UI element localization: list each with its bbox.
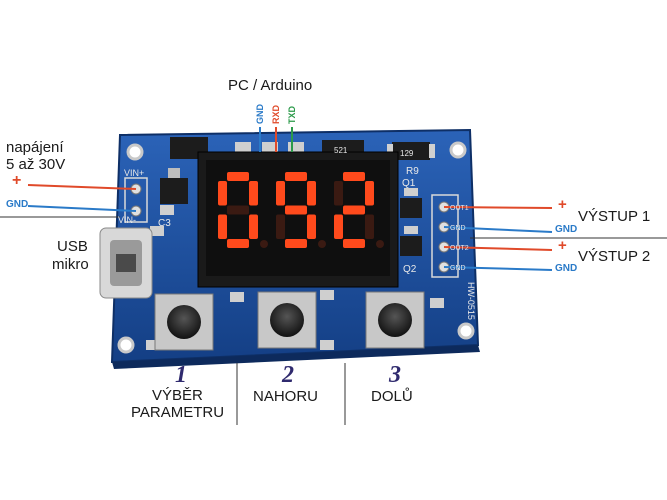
mounting-holes <box>117 141 475 354</box>
digit-1-segment-g <box>285 205 307 215</box>
power-gnd-label: GND <box>6 199 29 210</box>
digit-1-segment-d <box>285 239 307 248</box>
power-plus-sign: + <box>12 172 22 189</box>
silk-vin-plus: VIN+ <box>124 168 144 178</box>
digit-2-decimal-point <box>376 240 384 248</box>
usb-connector <box>99 227 153 299</box>
silk-gnd2: GND <box>450 265 466 272</box>
output2-label: VÝSTUP 2 <box>578 248 651 265</box>
display-digits <box>218 172 384 248</box>
button1-number: 1 <box>175 362 187 388</box>
usb-label-line1: USB <box>57 238 88 255</box>
digit-1-segment-c <box>307 214 316 239</box>
silk-129: 129 <box>400 149 414 158</box>
usb-label-line2: mikro <box>52 256 89 273</box>
button3-number: 3 <box>389 362 401 388</box>
button1-label-line2: PARAMETRU <box>131 404 225 421</box>
wire-out2-gnd <box>443 266 553 271</box>
digit-0-segment-b <box>249 181 258 206</box>
silk-out2: OUT2 <box>450 245 469 252</box>
output2-plus-sign: + <box>558 237 567 254</box>
digit-2-segment-a <box>343 172 365 181</box>
resistor-r9 <box>392 142 430 160</box>
button2-number: 2 <box>282 362 294 388</box>
digit-2-segment-c <box>365 214 374 239</box>
output1-plus-sign: + <box>558 196 567 213</box>
seven-segment-display <box>197 151 399 288</box>
wire-out2-plus <box>443 246 553 251</box>
digit-0-segment-d <box>227 239 249 248</box>
pin-label-gnd: GND <box>255 104 265 125</box>
digit-1-segment-e <box>276 214 285 239</box>
tactile-button-2 <box>257 291 317 349</box>
wire-out1-gnd <box>443 226 553 233</box>
digit-1-decimal-point <box>318 240 326 248</box>
silk-model: HW-0515 <box>466 282 476 320</box>
digit-1-segment-b <box>307 181 316 206</box>
digit-1-segment-a <box>285 172 307 181</box>
digit-0-segment-a <box>227 172 249 181</box>
button2-label: NAHORU <box>253 388 319 405</box>
power-label-line2: 5 až 30V <box>6 156 66 173</box>
digit-0-segment-f <box>218 181 227 206</box>
digit-2-segment-g <box>343 205 365 215</box>
output1-gnd-label: GND <box>555 224 578 235</box>
silk-vin-minus: VIN- <box>118 215 136 225</box>
silk-c3: C3 <box>158 218 171 229</box>
digit-2-segment-d <box>343 239 365 248</box>
digit-1-segment-f <box>276 181 285 206</box>
output2-gnd-label: GND <box>555 263 578 274</box>
digit-0-segment-e <box>218 214 227 239</box>
silk-r9: R9 <box>406 166 419 177</box>
digit-0-segment-g <box>227 205 249 215</box>
silk-q2: Q2 <box>403 264 417 275</box>
power-label-line1: napájení <box>6 139 64 156</box>
tactile-button-1 <box>154 293 214 351</box>
output1-label: VÝSTUP 1 <box>578 208 651 225</box>
silk-521: 521 <box>334 146 348 155</box>
wire-power-plus <box>27 184 137 190</box>
digit-2-segment-e <box>334 214 343 239</box>
header-title: PC / Arduino <box>228 77 313 94</box>
button3-label: DOLŮ <box>371 388 413 405</box>
pin-label-rxd: RXD <box>271 104 281 124</box>
digit-2-segment-b <box>365 181 374 206</box>
silk-q1: Q1 <box>402 178 416 189</box>
digit-0-segment-c <box>249 214 258 239</box>
digit-0-decimal-point <box>260 240 268 248</box>
pin-label-txd: TXD <box>287 105 297 124</box>
tactile-button-3 <box>365 291 425 349</box>
digit-2-segment-f <box>334 181 343 206</box>
button1-label-line1: VÝBĚR <box>152 387 203 404</box>
silk-out1: OUT1 <box>450 205 469 212</box>
silk-gnd1: GND <box>450 225 466 232</box>
wire-power-gnd <box>27 205 137 212</box>
wire-out1-plus <box>443 206 553 209</box>
